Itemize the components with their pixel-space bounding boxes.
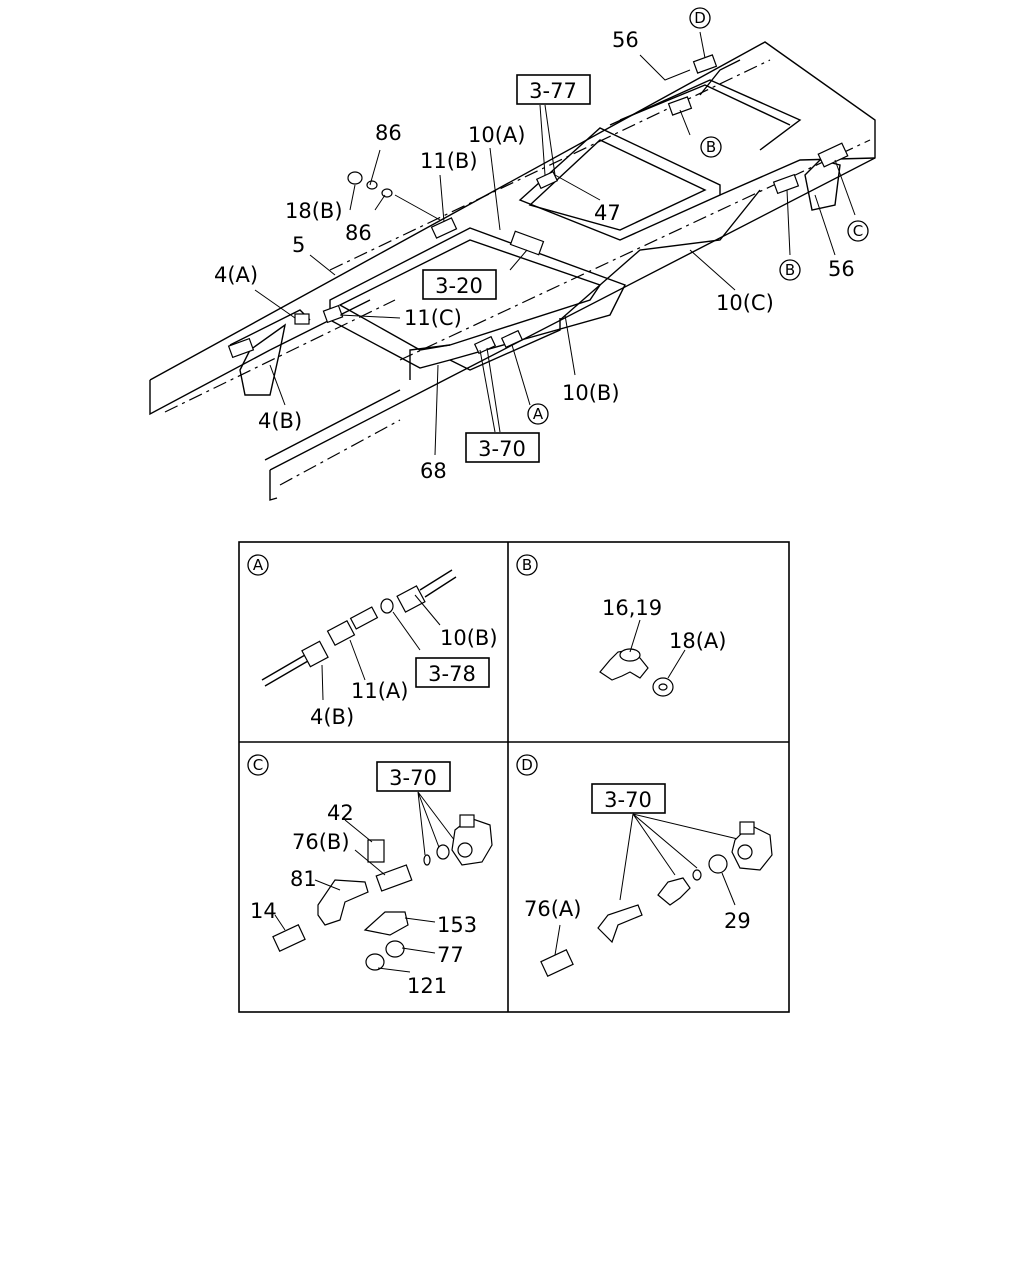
callout-b-low: B xyxy=(779,259,801,281)
label-10b: 10(B) xyxy=(562,381,620,405)
detail-a-label-11a: 11(A) xyxy=(351,679,408,703)
ref-box-3-20: 3-20 xyxy=(422,269,497,300)
label-11c: 11(C) xyxy=(404,306,462,330)
callout-b-top: B xyxy=(700,136,722,158)
detail-c: C 3-70 42 76(B) 81 14 153 77 121 xyxy=(247,754,493,998)
ref-3-77-text: 3-77 xyxy=(529,79,577,103)
detail-c-label-121: 121 xyxy=(407,974,447,998)
detail-c-label-76b: 76(B) xyxy=(292,830,350,854)
detail-c-letter: C xyxy=(247,754,269,776)
label-18b: 18(B) xyxy=(285,199,343,223)
detail-c-label-153: 153 xyxy=(437,913,477,937)
svg-text:D: D xyxy=(694,9,706,27)
detail-a-ref-box: 3-78 xyxy=(415,657,490,688)
ref-3-70-text: 3-70 xyxy=(478,437,526,461)
detail-a-label-4b: 4(B) xyxy=(310,705,354,729)
callout-c: C xyxy=(847,220,869,242)
detail-d-label-76a: 76(A) xyxy=(524,897,581,921)
ref-box-3-77: 3-77 xyxy=(516,74,591,105)
label-4a: 4(A) xyxy=(214,263,258,287)
detail-d-ref-box: 3-70 xyxy=(591,783,666,814)
label-56-right: 56 xyxy=(828,257,855,281)
main-view-labels: 56 86 18(B) 86 11(B) 10(A) 47 5 4(A) 11(… xyxy=(214,28,855,483)
detail-b-label-16-19: 16,19 xyxy=(602,596,662,620)
svg-text:D: D xyxy=(521,756,533,774)
label-10c: 10(C) xyxy=(716,291,774,315)
detail-a-label-10b: 10(B) xyxy=(440,626,498,650)
ref-box-3-70: 3-70 xyxy=(465,432,540,463)
detail-b: B 16,19 18(A) xyxy=(516,554,726,697)
main-view-leaders xyxy=(254,31,856,456)
svg-text:B: B xyxy=(785,261,795,279)
label-68: 68 xyxy=(420,459,447,483)
detail-b-letter: B xyxy=(516,554,538,576)
label-47: 47 xyxy=(594,201,621,225)
detail-a-letter: A xyxy=(247,554,269,576)
label-5: 5 xyxy=(292,233,305,257)
label-86-top: 86 xyxy=(375,121,402,145)
svg-text:A: A xyxy=(533,405,544,423)
label-4b: 4(B) xyxy=(258,409,302,433)
detail-c-ref-box: 3-70 xyxy=(376,761,451,792)
detail-c-label-14: 14 xyxy=(250,899,277,923)
callout-a: A xyxy=(527,403,549,425)
ref-3-20-text: 3-20 xyxy=(435,274,483,298)
svg-text:B: B xyxy=(522,556,532,574)
svg-text:3-70: 3-70 xyxy=(604,788,652,812)
detail-b-label-18a: 18(A) xyxy=(669,629,726,653)
detail-d-label-29: 29 xyxy=(724,909,751,933)
detail-d-letter: D xyxy=(516,754,538,776)
detail-a: A 10(B) 11(A) 4(B) 3-78 xyxy=(247,554,498,729)
svg-text:C: C xyxy=(253,756,263,774)
callout-d-top: D xyxy=(689,7,711,29)
main-view-fittings xyxy=(227,54,849,359)
detail-grid-frame xyxy=(238,541,790,1013)
svg-text:3-78: 3-78 xyxy=(428,662,476,686)
label-11b: 11(B) xyxy=(420,149,478,173)
label-10a: 10(A) xyxy=(468,123,525,147)
label-86-bottom: 86 xyxy=(345,221,372,245)
detail-c-label-81: 81 xyxy=(290,867,317,891)
svg-text:C: C xyxy=(853,222,863,240)
detail-d: D 3-70 76(A) 29 xyxy=(516,754,773,977)
svg-text:B: B xyxy=(706,138,716,156)
svg-text:A: A xyxy=(253,556,264,574)
detail-c-label-42: 42 xyxy=(327,801,354,825)
svg-text:3-70: 3-70 xyxy=(389,766,437,790)
detail-c-label-77: 77 xyxy=(437,943,464,967)
label-56-top: 56 xyxy=(612,28,639,52)
